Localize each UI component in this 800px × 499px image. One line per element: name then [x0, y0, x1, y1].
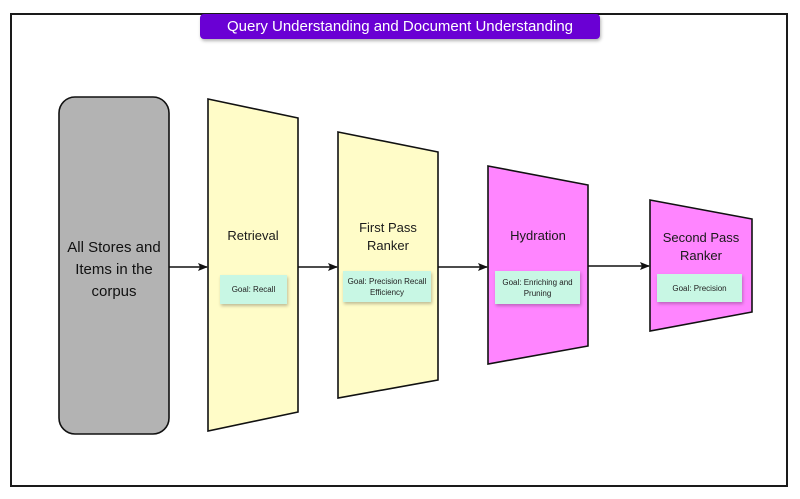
- retrieval-stage-shape: [207, 98, 299, 432]
- second-pass-ranker-goal: Goal: Precision: [657, 274, 742, 302]
- corpus-box: [58, 96, 170, 435]
- hydration-goal: Goal: Enriching and Pruning: [495, 271, 580, 304]
- hydration-label: Hydration: [510, 228, 566, 243]
- second-pass-ranker-stage-shape: [649, 199, 753, 332]
- diagram-title: Query Understanding and Document Underst…: [200, 14, 600, 39]
- retrieval-label: Retrieval: [227, 228, 279, 243]
- hydration-stage-shape: [487, 165, 589, 365]
- first-pass-ranker-label: First Pass Ranker: [359, 220, 417, 253]
- second-pass-ranker-label: Second Pass Ranker: [662, 230, 740, 263]
- first-pass-ranker-goal: Goal: Precision Recall Efficiency: [343, 271, 431, 302]
- first-pass-ranker-stage-shape: [337, 131, 439, 399]
- corpus-label: All Stores and Items in the corpus: [67, 239, 161, 300]
- retrieval-goal: Goal: Recall: [220, 275, 287, 304]
